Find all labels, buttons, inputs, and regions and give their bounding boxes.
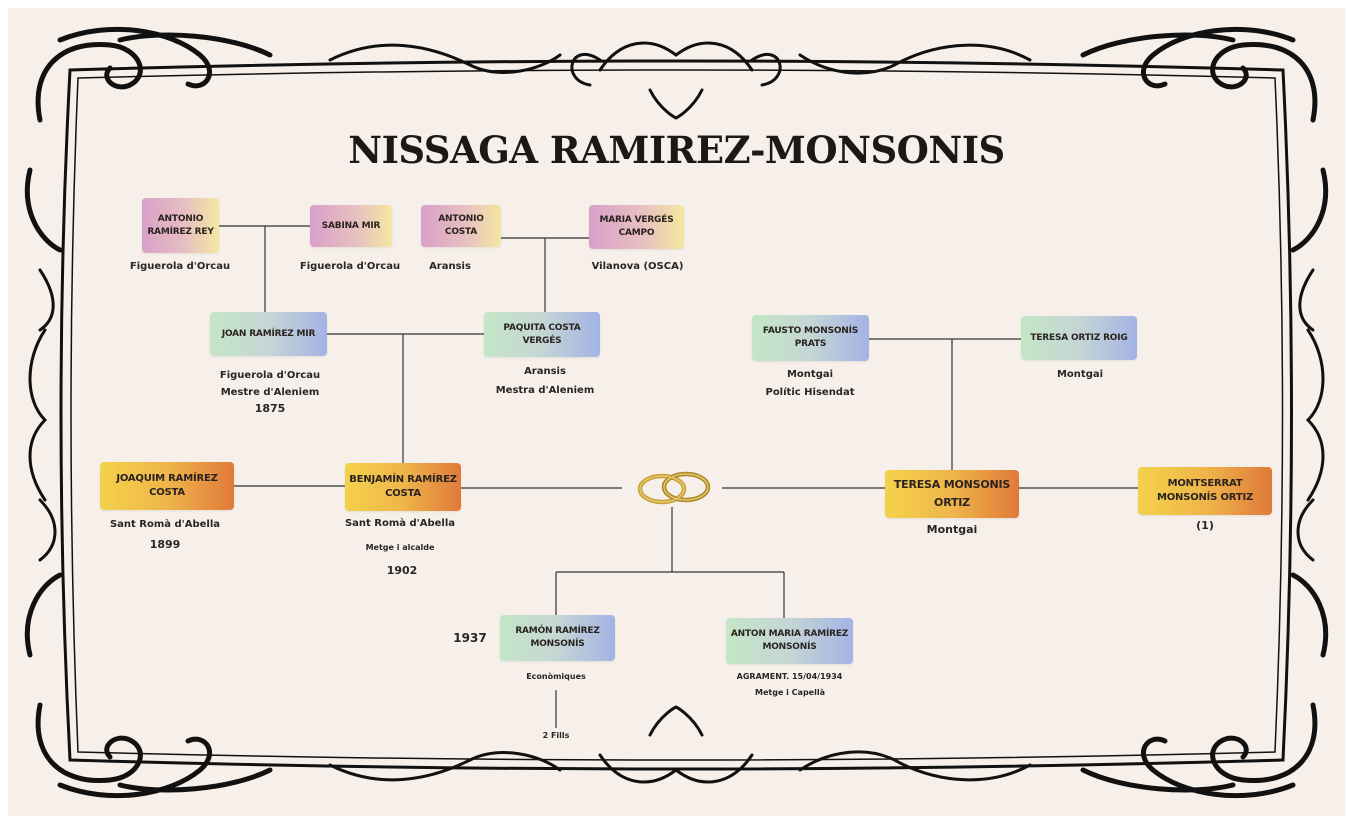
person-box-joaquim-ramirez: JOAQUIM RAMÍREZ COSTA — [100, 462, 234, 510]
year-label: 1875 — [254, 402, 286, 415]
person-box-antonio-costa: ANTONIO COSTA — [421, 205, 501, 247]
year-label: 1902 — [386, 564, 418, 577]
children-label: 2 Fills — [542, 731, 570, 740]
place-label: Figuerola d'Orcau — [299, 261, 401, 272]
person-name: JOAN RAMÍREZ MIR — [221, 328, 316, 339]
place-label: Aransis — [429, 261, 471, 272]
person-name: ANTONIO RAMÍREZ REY — [147, 213, 214, 237]
role-label: Mestre d'Aleniem — [220, 387, 320, 398]
person-box-teresa-monsonis: TERESA MONSONIS ORTIZ — [885, 470, 1019, 518]
person-box-benjamin-ramirez: BENJAMÍN RAMÍREZ COSTA — [345, 463, 461, 511]
role-label: Econòmiques — [526, 672, 586, 681]
place-label: Vilanova (OSCA) — [591, 261, 684, 272]
person-name: FAUSTO MONSONÍS PRATS — [762, 326, 859, 349]
role-label: Polític Hisendat — [765, 387, 855, 398]
person-name: ANTONIO COSTA — [438, 214, 484, 237]
person-box-ramon-ramirez: RAMÓN RAMÍREZ MONSONÍS — [500, 615, 615, 661]
wedding-rings-icon — [637, 471, 711, 505]
person-name: PAQUITA COSTA VERGÉS — [503, 322, 581, 346]
role-label: Metge i alcalde — [365, 543, 435, 552]
place-label: Montgai — [786, 369, 834, 380]
person-box-fausto-monsonis: FAUSTO MONSONÍS PRATS — [752, 315, 869, 361]
person-name: MARIA VERGÉS CAMPO — [599, 215, 674, 238]
person-name: RAMÓN RAMÍREZ MONSONÍS — [515, 626, 600, 649]
person-box-montserrat-monsonis: MONTSERRAT MONSONÍS ORTIZ — [1138, 467, 1272, 515]
place-label: Figuerola d'Orcau — [219, 370, 321, 381]
person-box-paquita-costa: PAQUITA COSTA VERGÉS — [484, 312, 600, 357]
place-label: Aransis — [524, 366, 566, 377]
place-label: Montgai — [1056, 369, 1104, 380]
role-label: Metge i Capellà — [755, 688, 825, 697]
person-box-sabina-mir: SABINA MIR — [310, 205, 392, 247]
place-label: Figuerola d'Orcau — [129, 261, 231, 272]
person-name: TERESA ORTIZ ROIG — [1030, 332, 1128, 343]
person-name: MONTSERRAT MONSONÍS ORTIZ — [1156, 478, 1254, 503]
person-name: ANTON MARIA RAMÍREZ MONSONÍS — [730, 629, 849, 652]
person-name: BENJAMÍN RAMÍREZ COSTA — [349, 474, 457, 499]
person-box-anton-maria: ANTON MARIA RAMÍREZ MONSONÍS — [726, 618, 853, 664]
year-label: 1899 — [149, 538, 181, 551]
page-title: NISSAGA RAMIREZ-MONSONIS — [348, 128, 1005, 172]
person-name: SABINA MIR — [321, 220, 381, 231]
place-label: Sant Romà d'Abella — [344, 518, 456, 529]
person-box-antonio-ramirez: ANTONIO RAMÍREZ REY — [142, 198, 219, 253]
year-label: 1937 — [453, 631, 487, 645]
person-name: TERESA MONSONIS ORTIZ — [893, 478, 1011, 509]
place-label: Sant Romà d'Abella — [109, 519, 221, 530]
note-label: (1) — [1196, 519, 1214, 532]
person-box-joan-ramirez: JOAN RAMÍREZ MIR — [210, 312, 327, 356]
person-box-teresa-ortiz: TERESA ORTIZ ROIG — [1021, 316, 1137, 360]
person-box-maria-verges: MARIA VERGÉS CAMPO — [589, 205, 684, 249]
role-label: Mestra d'Aleniem — [495, 385, 595, 396]
note-label: AGRAMENT. 15/04/1934 — [736, 672, 843, 681]
place-label: Montgai — [926, 523, 978, 536]
person-name: JOAQUIM RAMÍREZ COSTA — [116, 473, 218, 498]
